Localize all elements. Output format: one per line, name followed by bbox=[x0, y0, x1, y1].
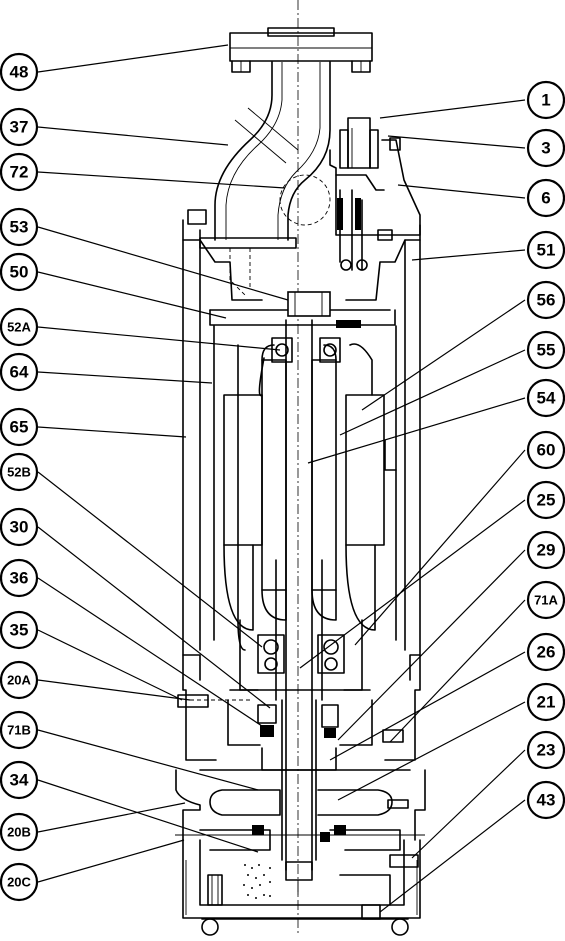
callout-64: 64 bbox=[0, 352, 39, 392]
svg-text:36: 36 bbox=[10, 569, 29, 588]
svg-text:20C: 20C bbox=[7, 875, 31, 890]
svg-text:56: 56 bbox=[537, 291, 556, 310]
callout-55: 55 bbox=[526, 330, 565, 370]
callout-23: 23 bbox=[526, 730, 565, 770]
callout-35: 35 bbox=[0, 610, 39, 650]
callout-25: 25 bbox=[526, 480, 565, 520]
upper-bearing bbox=[271, 337, 341, 363]
svg-text:51: 51 bbox=[537, 241, 556, 260]
callout-36: 36 bbox=[0, 558, 39, 598]
svg-text:30: 30 bbox=[10, 518, 29, 537]
svg-text:52B: 52B bbox=[7, 465, 31, 480]
svg-text:6: 6 bbox=[541, 189, 550, 208]
callouts-left: 48 37 72 53 50 52A 64 65 52B 30 36 35 20… bbox=[0, 52, 39, 902]
svg-text:1: 1 bbox=[541, 91, 550, 110]
callout-3: 3 bbox=[526, 128, 565, 168]
svg-text:25: 25 bbox=[537, 491, 556, 510]
callout-20b: 20B bbox=[0, 812, 39, 852]
strainer-pattern bbox=[243, 864, 271, 899]
svg-text:53: 53 bbox=[10, 218, 29, 237]
callout-56: 56 bbox=[526, 280, 565, 320]
svg-text:43: 43 bbox=[537, 791, 556, 810]
svg-text:50: 50 bbox=[10, 263, 29, 282]
callout-43: 43 bbox=[526, 780, 565, 820]
svg-text:20A: 20A bbox=[7, 673, 31, 688]
base-stand bbox=[182, 839, 421, 936]
discharge-flange bbox=[229, 27, 373, 73]
svg-text:71A: 71A bbox=[534, 593, 558, 608]
shaft bbox=[275, 319, 323, 895]
svg-text:54: 54 bbox=[537, 389, 556, 408]
callout-21: 21 bbox=[526, 682, 565, 722]
callout-1: 1 bbox=[526, 80, 565, 120]
callout-20a: 20A bbox=[0, 660, 39, 700]
discharge-elbow bbox=[199, 61, 331, 296]
callout-50: 50 bbox=[0, 252, 39, 292]
callout-48: 48 bbox=[0, 52, 39, 92]
svg-text:21: 21 bbox=[537, 693, 556, 712]
lower-bearing bbox=[239, 619, 363, 691]
svg-text:37: 37 bbox=[10, 118, 29, 137]
callout-20c: 20C bbox=[0, 862, 39, 902]
svg-text:55: 55 bbox=[537, 341, 556, 360]
callout-6: 6 bbox=[526, 178, 565, 218]
svg-text:60: 60 bbox=[537, 441, 556, 460]
svg-text:48: 48 bbox=[10, 63, 29, 82]
svg-text:3: 3 bbox=[541, 139, 550, 158]
callout-29: 29 bbox=[526, 530, 565, 570]
svg-text:65: 65 bbox=[10, 418, 29, 437]
svg-text:26: 26 bbox=[537, 643, 556, 662]
svg-text:52A: 52A bbox=[7, 320, 31, 335]
callout-52a: 52A bbox=[0, 307, 39, 347]
callout-60: 60 bbox=[526, 430, 565, 470]
callout-34: 34 bbox=[0, 760, 39, 800]
svg-text:23: 23 bbox=[537, 741, 556, 760]
impeller-volute bbox=[175, 769, 426, 868]
svg-text:64: 64 bbox=[10, 363, 29, 382]
callout-71a: 71A bbox=[526, 580, 565, 620]
svg-text:72: 72 bbox=[10, 163, 29, 182]
callout-71b: 71B bbox=[0, 710, 39, 750]
svg-text:29: 29 bbox=[537, 541, 556, 560]
callout-53: 53 bbox=[0, 207, 39, 247]
svg-text:34: 34 bbox=[10, 771, 29, 790]
svg-text:71B: 71B bbox=[7, 723, 31, 738]
callout-52b: 52B bbox=[0, 452, 39, 492]
callout-54: 54 bbox=[526, 378, 565, 418]
callouts-right: 1 3 6 51 56 55 54 60 25 29 71A 26 21 23 … bbox=[526, 80, 565, 820]
callout-30: 30 bbox=[0, 507, 39, 547]
svg-text:35: 35 bbox=[10, 621, 29, 640]
seal-chamber bbox=[177, 654, 421, 771]
stator-windings bbox=[223, 343, 385, 651]
callout-26: 26 bbox=[526, 632, 565, 672]
callout-37: 37 bbox=[0, 107, 39, 147]
svg-text:20B: 20B bbox=[7, 825, 31, 840]
cable-entry bbox=[329, 117, 421, 271]
leader-lines bbox=[37, 44, 526, 913]
callout-72: 72 bbox=[0, 152, 39, 192]
callout-65: 65 bbox=[0, 407, 39, 447]
callout-51: 51 bbox=[526, 230, 565, 270]
